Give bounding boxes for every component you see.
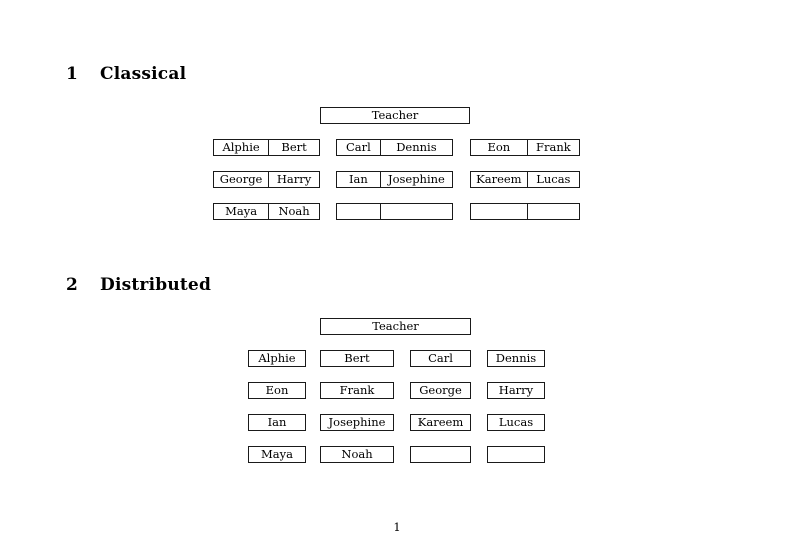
table-cell-empty: [336, 203, 381, 220]
classical-group-1-row-3: Maya Noah: [213, 203, 321, 220]
table-cell: Harry: [268, 171, 320, 188]
section-title: Distributed: [100, 275, 212, 295]
table-cell: Josephine: [379, 171, 453, 188]
distributed-box: Kareem: [410, 414, 471, 431]
section-title: Classical: [100, 64, 187, 84]
table-cell: Kareem: [470, 171, 528, 188]
classical-group-1-row-2: George Harry: [213, 171, 321, 188]
classical-group-2-row-3: [336, 203, 454, 220]
section-number: 1: [66, 64, 79, 84]
distributed-box: George: [410, 382, 471, 399]
table-cell-empty: [526, 203, 580, 220]
distributed-box: Carl: [410, 350, 471, 367]
table-cell: Lucas: [526, 171, 580, 188]
distributed-box: Josephine: [320, 414, 394, 431]
classical-group-3-row-1: Eon Frank: [470, 139, 581, 156]
table-cell: Bert: [268, 139, 320, 156]
table-cell-empty: [470, 203, 528, 220]
distributed-box: Frank: [320, 382, 394, 399]
classical-group-3-row-2: Kareem Lucas: [470, 171, 581, 188]
table-cell: Eon: [470, 139, 528, 156]
page-number: 1: [393, 520, 401, 534]
table-cell: Maya: [213, 203, 270, 220]
classical-group-3-row-3: [470, 203, 581, 220]
classical-group-1-row-1: Alphie Bert: [213, 139, 321, 156]
classical-group-2-row-2: Ian Josephine: [336, 171, 454, 188]
distributed-box: Dennis: [487, 350, 545, 367]
distributed-box: Ian: [248, 414, 306, 431]
distributed-box: Harry: [487, 382, 545, 399]
table-cell: Frank: [526, 139, 580, 156]
classical-teacher-box: Teacher: [320, 107, 470, 124]
distributed-box-empty: [410, 446, 471, 463]
distributed-box: Lucas: [487, 414, 545, 431]
table-cell: George: [213, 171, 270, 188]
table-cell: Noah: [268, 203, 320, 220]
distributed-box: Bert: [320, 350, 394, 367]
table-cell: Alphie: [213, 139, 270, 156]
distributed-box: Alphie: [248, 350, 306, 367]
table-cell-empty: [379, 203, 453, 220]
distributed-box-empty: [487, 446, 545, 463]
section-heading-classical: 1 Classical: [66, 64, 186, 84]
distributed-box: Noah: [320, 446, 394, 463]
table-cell: Dennis: [379, 139, 453, 156]
distributed-box: Eon: [248, 382, 306, 399]
table-cell: Carl: [336, 139, 381, 156]
distributed-box: Maya: [248, 446, 306, 463]
section-heading-distributed: 2 Distributed: [66, 275, 211, 295]
distributed-teacher-box: Teacher: [320, 318, 471, 335]
classical-group-2-row-1: Carl Dennis: [336, 139, 454, 156]
table-cell: Ian: [336, 171, 381, 188]
section-number: 2: [66, 275, 79, 295]
